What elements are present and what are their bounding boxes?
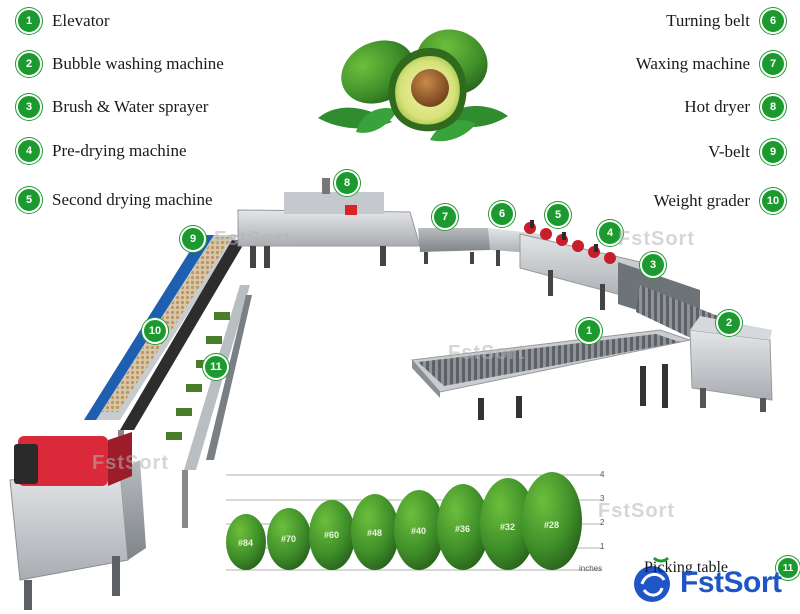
number-badge: 9 xyxy=(760,139,786,165)
callout-hot-dryer: 8 xyxy=(334,170,360,196)
scale-unit: inches xyxy=(579,564,603,573)
number-badge: 10 xyxy=(760,188,786,214)
legend-label: Waxing machine xyxy=(635,54,750,73)
legend-bubble-washing-machine: 2 Bubble washing machine xyxy=(16,51,224,77)
avocado-size-row xyxy=(226,472,582,570)
avocado-40 xyxy=(394,490,444,570)
avocado-36 xyxy=(437,484,489,570)
legend-label: Picking table xyxy=(644,559,728,576)
avocado-28 xyxy=(522,472,582,570)
number-badge: 5 xyxy=(16,187,42,213)
legend-label: Brush & Water sprayer xyxy=(52,97,209,116)
hot-dryer-machine xyxy=(237,178,421,268)
size-label: #28 xyxy=(544,520,560,530)
legend-second-drying-machine: 5 Second drying machine xyxy=(16,187,213,213)
scale-tick: 3 xyxy=(600,494,605,503)
legend-label: Elevator xyxy=(52,11,110,30)
size-label: #32 xyxy=(500,522,516,532)
legend-label: Weight grader xyxy=(653,191,750,210)
watermark: FstSort xyxy=(214,228,291,250)
waxing-machine xyxy=(418,228,490,264)
watermark: FstSort xyxy=(92,452,169,474)
number-badge: 4 xyxy=(16,138,42,164)
size-label: #84 xyxy=(238,538,254,548)
watermark: FstSort xyxy=(618,228,695,250)
number-badge: 8 xyxy=(760,94,786,120)
legend-label: Hot dryer xyxy=(684,97,750,116)
hero-avocado-image xyxy=(318,29,508,142)
brand-logo: FstSort xyxy=(628,566,782,600)
brand-name: FstSort xyxy=(680,566,782,599)
legend-label: Turning belt xyxy=(666,11,750,30)
vbelt-feed-unit xyxy=(9,432,146,610)
callout-waxing-machine: 7 xyxy=(432,204,458,230)
legend-waxing-machine: 7 Waxing machine xyxy=(636,51,786,77)
scale-tick: 4 xyxy=(600,470,605,479)
number-badge: 6 xyxy=(760,8,786,34)
scale-tick: 2 xyxy=(600,518,605,527)
callout-turning-belt: 6 xyxy=(489,201,515,227)
watermark: FstSort xyxy=(598,500,675,522)
avocado-84 xyxy=(226,514,266,570)
callout-picking-table: 11 xyxy=(203,354,229,380)
avocado-70 xyxy=(267,508,311,570)
elevator-conveyor xyxy=(411,329,692,420)
legend-label: V-belt xyxy=(708,142,750,161)
size-label: #40 xyxy=(411,526,427,536)
legend-elevator: 1 Elevator xyxy=(16,8,110,34)
scale-tick: 1 xyxy=(600,542,605,551)
legend-weight-grader: 10 Weight grader xyxy=(654,188,786,214)
callout-bubble-washer: 2 xyxy=(716,310,742,336)
callout-weight-grader: 10 xyxy=(142,318,168,344)
size-label: #36 xyxy=(455,524,471,534)
callout-brush-sprayer: 3 xyxy=(640,252,666,278)
number-badge: 1 xyxy=(16,8,42,34)
number-badge: 2 xyxy=(16,51,42,77)
number-badge: 11 xyxy=(775,556,800,580)
number-badge: 3 xyxy=(16,94,42,120)
watermark: FstSort xyxy=(448,342,525,364)
legend-picking-table: Picking table 11 xyxy=(644,556,800,580)
legend-pre-drying-machine: 4 Pre-drying machine xyxy=(16,138,187,164)
legend-label: Pre-drying machine xyxy=(52,141,187,160)
number-badge: 7 xyxy=(760,51,786,77)
brand-logo-mark xyxy=(634,556,670,602)
callout-second-drying: 5 xyxy=(545,202,571,228)
size-label: #48 xyxy=(367,528,383,538)
size-label: #70 xyxy=(281,534,297,544)
callout-pre-drying: 4 xyxy=(597,220,623,246)
avocado-48 xyxy=(351,494,399,570)
legend-turning-belt: 6 Turning belt xyxy=(666,8,786,34)
legend-label: Second drying machine xyxy=(52,190,213,209)
legend-hot-dryer: 8 Hot dryer xyxy=(684,94,786,120)
callout-v-belt: 9 xyxy=(180,226,206,252)
avocado-32 xyxy=(480,478,536,570)
size-label: #60 xyxy=(324,530,340,540)
legend-label: Bubble washing machine xyxy=(52,54,224,73)
legend-brush-water-sprayer: 3 Brush & Water sprayer xyxy=(16,94,208,120)
callout-elevator: 1 xyxy=(576,318,602,344)
legend-v-belt: 9 V-belt xyxy=(708,139,786,165)
avocado-60 xyxy=(309,500,355,570)
